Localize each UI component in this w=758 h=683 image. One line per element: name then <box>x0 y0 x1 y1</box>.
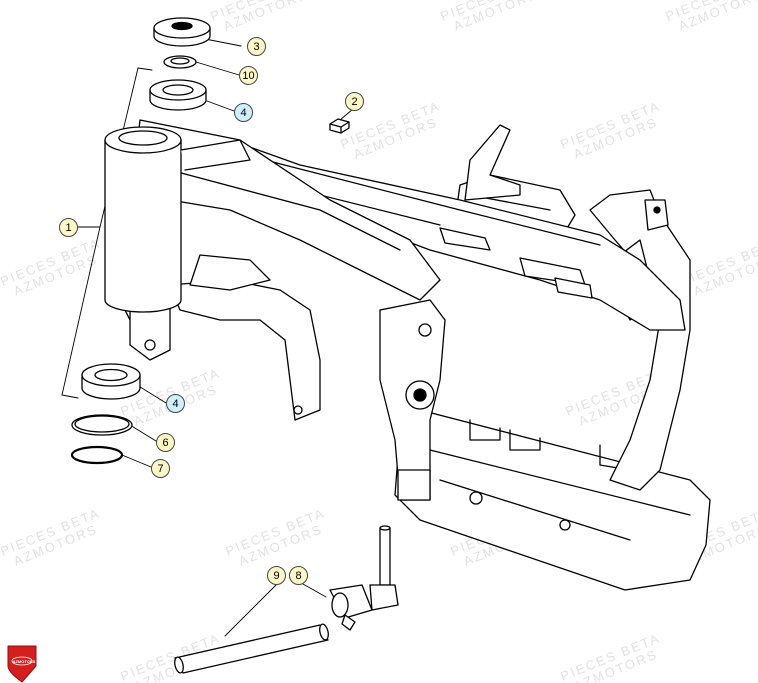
leader-4-bottom <box>136 384 167 404</box>
callout-4-lower: 4 <box>166 394 185 413</box>
callout-8: 8 <box>289 566 308 585</box>
bracket-1-top <box>137 67 153 71</box>
part-6-seal <box>71 414 133 436</box>
leader-6 <box>129 424 157 442</box>
part-8-bolt <box>329 525 399 631</box>
callout-9: 9 <box>267 566 286 585</box>
part-7-ring <box>70 445 124 465</box>
callout-4-upper: 4 <box>234 103 253 122</box>
logo-text: AZMOTORS <box>12 659 36 664</box>
azmotors-logo <box>7 645 37 683</box>
leader-4-top <box>206 100 235 112</box>
leader-8 <box>302 583 327 598</box>
bracket-1-bottom <box>61 394 79 399</box>
part-4-lower-bearing <box>81 363 141 400</box>
callout-6: 6 <box>156 433 175 452</box>
leader-lines <box>61 37 354 637</box>
part-10-washer <box>163 55 197 69</box>
bracket-1 <box>61 67 139 396</box>
callout-1: 1 <box>59 218 78 237</box>
leader-2 <box>339 108 354 121</box>
part-4-upper-bearing <box>149 79 207 111</box>
callout-3: 3 <box>247 37 266 56</box>
leader-9 <box>224 583 278 637</box>
leader-7 <box>121 454 152 468</box>
part-3-dust-cover <box>153 17 211 47</box>
part-2-nut <box>329 118 350 134</box>
frame-body <box>119 119 711 591</box>
callout-10: 10 <box>239 66 258 85</box>
steering-head-tube <box>104 126 251 313</box>
callout-2: 2 <box>345 92 364 111</box>
leader-10 <box>195 61 240 76</box>
callout-7: 7 <box>151 459 170 478</box>
part-9-shaft <box>174 623 329 674</box>
